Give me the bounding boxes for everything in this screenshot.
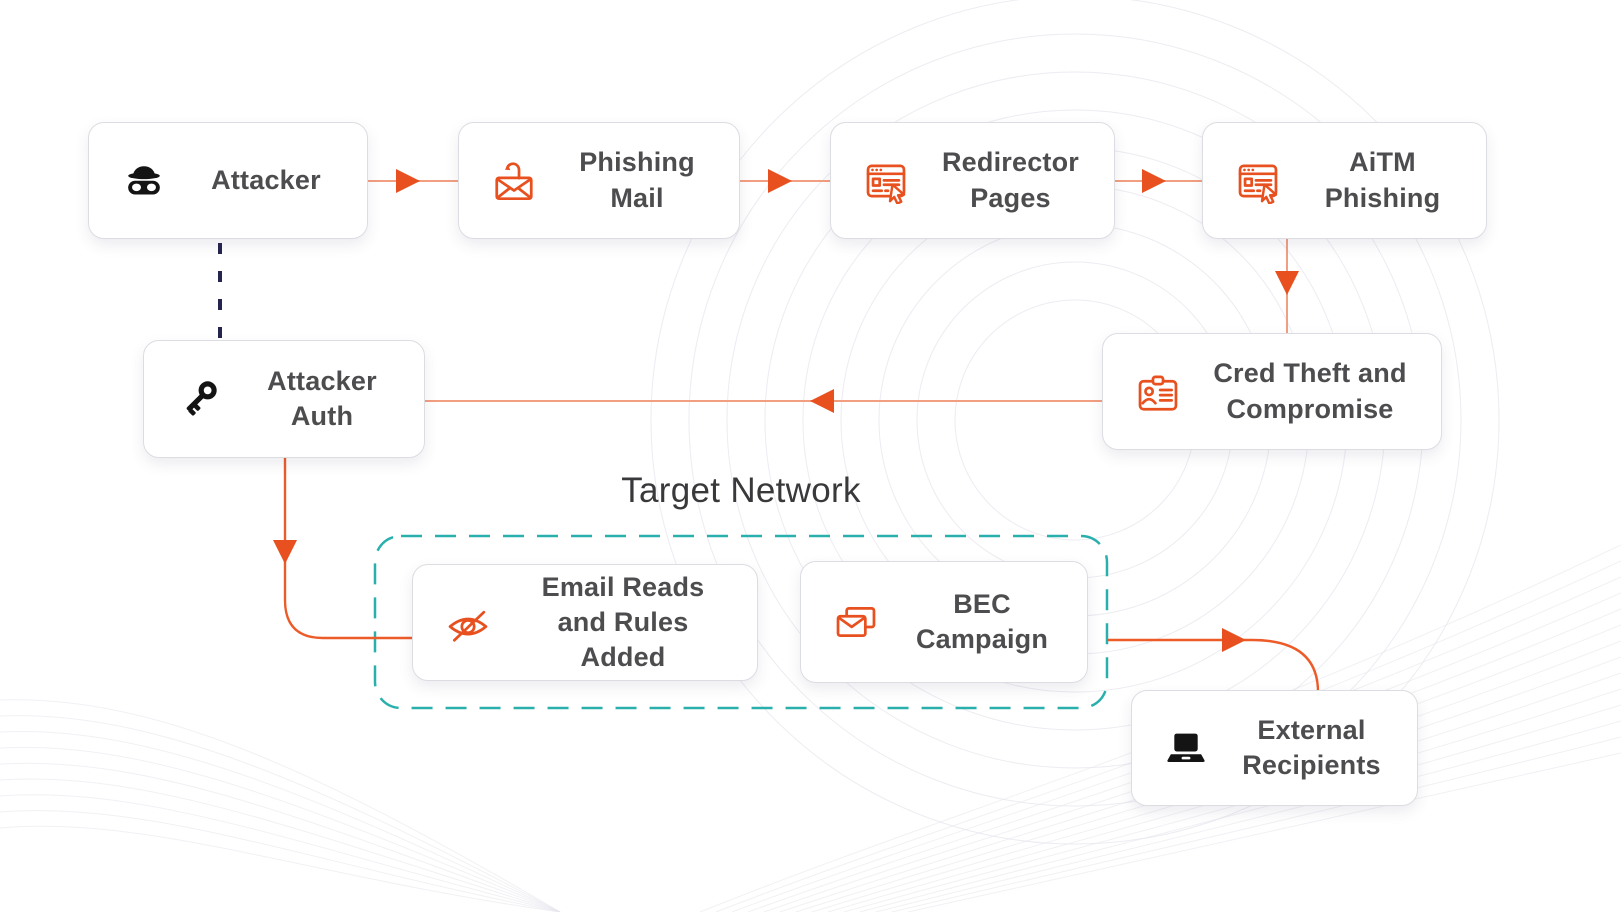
node-bec-campaign: BEC Campaign bbox=[800, 561, 1088, 683]
node-aitm-phishing: AiTM Phishing bbox=[1202, 122, 1487, 239]
laptop-icon bbox=[1164, 726, 1208, 770]
arrowhead-left-icon bbox=[810, 389, 834, 413]
arrowhead-right-icon bbox=[768, 169, 792, 193]
edge-cred-theft-attacker-auth bbox=[425, 389, 1102, 413]
target-network-title: Target Network bbox=[621, 471, 861, 510]
node-label: BEC Campaign bbox=[915, 588, 1049, 654]
arrowhead-right-icon bbox=[1222, 628, 1246, 652]
node-label: Phishing Mail bbox=[579, 147, 695, 213]
node-label: Attacker Auth bbox=[267, 365, 377, 431]
key-icon bbox=[176, 376, 222, 422]
arrowhead-right-icon bbox=[396, 169, 420, 193]
arrowhead-right-icon bbox=[1142, 169, 1166, 193]
arrowhead-down-icon bbox=[1275, 271, 1299, 295]
node-attacker: Attacker bbox=[88, 122, 368, 239]
node-label: External Recipients bbox=[1242, 714, 1381, 780]
stacked-envelopes-icon bbox=[833, 599, 879, 645]
node-attacker-auth: Attacker Auth bbox=[143, 340, 425, 458]
node-label: Redirector Pages bbox=[941, 147, 1080, 213]
node-label: Attacker bbox=[211, 164, 321, 195]
eye-off-icon bbox=[445, 600, 491, 646]
arrowhead-down-icon bbox=[273, 540, 297, 564]
edge-aitm-phishing-cred-theft bbox=[1275, 239, 1299, 333]
node-cred-theft: Cred Theft and Compromise bbox=[1102, 333, 1442, 450]
node-phishing-mail: Phishing Mail bbox=[458, 122, 740, 239]
node-label: Email Reads and Rules Added bbox=[541, 571, 705, 673]
node-label: AiTM Phishing bbox=[1324, 147, 1441, 213]
browser-cursor-icon bbox=[863, 158, 909, 204]
node-external-recipients: External Recipients bbox=[1131, 690, 1418, 806]
edge-phishing-mail-redirector-pages bbox=[740, 169, 830, 193]
id-badge-icon bbox=[1135, 369, 1181, 415]
phishing-hook-mail-icon bbox=[491, 158, 537, 204]
edge-bec-campaign-external-recipients bbox=[1107, 628, 1320, 693]
edge-attacker-auth-target-network bbox=[273, 458, 412, 640]
edge-redirector-pages-aitm-phishing bbox=[1115, 169, 1202, 193]
node-redirector-pages: Redirector Pages bbox=[830, 122, 1115, 239]
bandit-mask-icon bbox=[121, 158, 167, 204]
browser-cursor-icon bbox=[1235, 158, 1281, 204]
target-network-boundary bbox=[373, 534, 1109, 710]
node-email-reads: Email Reads and Rules Added bbox=[412, 564, 758, 681]
edge-attacker-phishing-mail bbox=[368, 169, 458, 193]
node-label: Cred Theft and Compromise bbox=[1213, 358, 1407, 424]
